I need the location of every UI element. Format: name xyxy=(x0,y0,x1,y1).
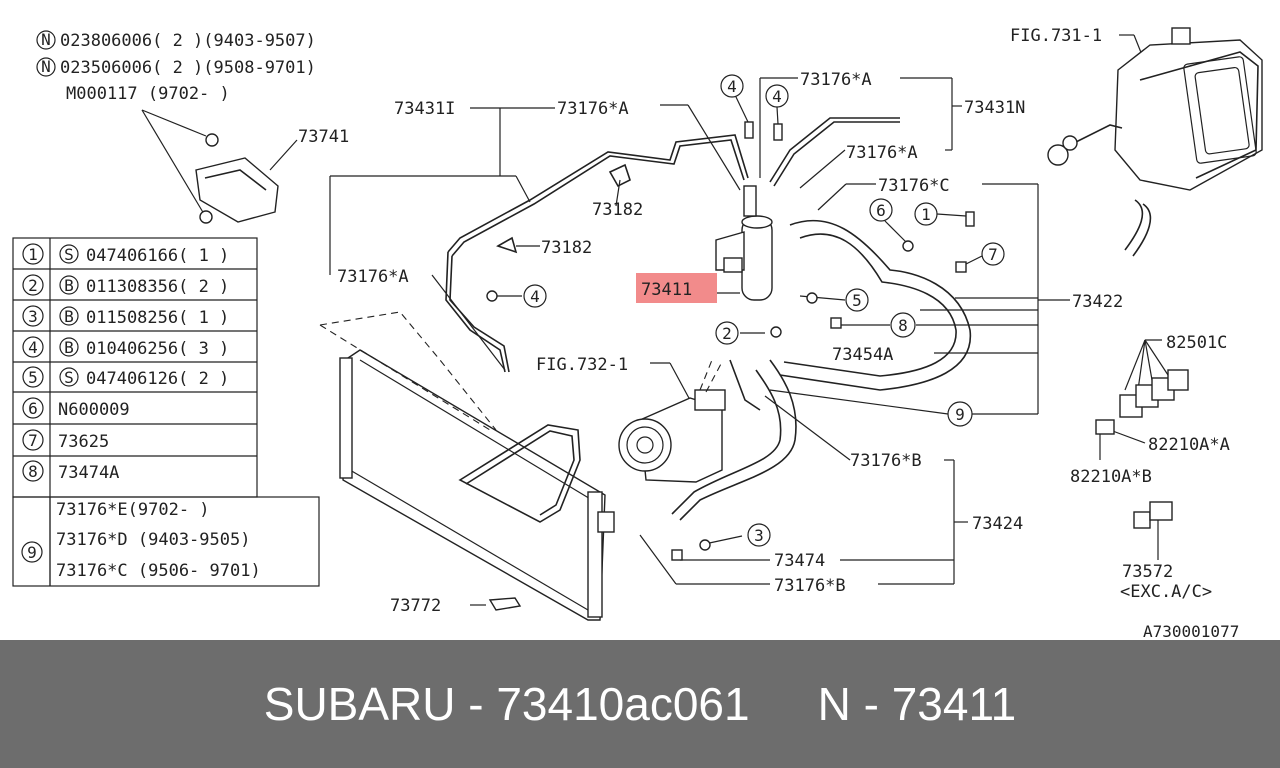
label-73431n: 73431N xyxy=(964,98,1025,118)
legend-num: 8 xyxy=(28,462,38,481)
label-73772: 73772 xyxy=(390,596,441,616)
callout-1: 1 xyxy=(921,205,931,224)
label-73176a: 73176*A xyxy=(800,70,872,90)
label-73176b: 73176*B xyxy=(774,576,846,596)
legend-text: 011508256( 1 ) xyxy=(86,308,229,328)
label-73176b: 73176*B xyxy=(850,451,922,471)
highlight-73411 xyxy=(636,273,717,303)
label-fig-732: FIG.732-1 xyxy=(536,355,628,375)
ac-pipes xyxy=(445,117,972,521)
callout-4: 4 xyxy=(530,287,540,306)
label-73176a: 73176*A xyxy=(557,99,629,119)
legend-table: 1 S 047406166( 1 ) 2 B 011308356( 2 ) 3 … xyxy=(12,237,320,587)
callout-5: 5 xyxy=(852,291,862,310)
note-line-1: 023806006( 2 )(9403-9507) xyxy=(60,31,316,51)
label-73411: 73411 xyxy=(641,280,692,300)
legend-9-line: 73176*D (9403-9505) xyxy=(56,530,250,550)
callout-4: 4 xyxy=(772,87,782,106)
note-line-3: M000117 (9702- ) xyxy=(66,84,230,104)
legend-num: 5 xyxy=(28,368,38,387)
legend-num: 6 xyxy=(28,399,38,418)
legend-text: 73625 xyxy=(58,432,109,452)
legend-code: S xyxy=(64,245,74,264)
legend-text: 047406126( 2 ) xyxy=(86,369,229,389)
legend-code: B xyxy=(64,307,74,326)
evaporator-unit xyxy=(1047,27,1263,257)
note-line-2: 023506006( 2 )(9508-9701) xyxy=(60,58,316,78)
footer-banner: SUBARU - 73410ac061 N - 73411 xyxy=(0,640,1280,768)
label-73176c: 73176*C xyxy=(878,176,950,196)
fasteners xyxy=(486,121,975,611)
bracket-73741: 73741 xyxy=(195,127,349,224)
callout-8: 8 xyxy=(898,316,908,335)
legend-num: 7 xyxy=(28,431,38,450)
label-82501c: 82501C xyxy=(1166,333,1227,353)
callout-4: 4 xyxy=(727,77,737,96)
note-n-marker: N xyxy=(41,57,51,76)
label-73572: 73572 xyxy=(1122,562,1173,582)
legend-9-line: 73176*C (9506- 9701) xyxy=(56,561,261,581)
legend-num: 3 xyxy=(28,307,38,326)
legend-num: 4 xyxy=(28,338,38,357)
label-73454a: 73454A xyxy=(832,345,893,365)
label-73176a: 73176*A xyxy=(846,143,918,163)
callout-9: 9 xyxy=(955,405,965,424)
relay-cluster xyxy=(1095,369,1189,529)
legend-text: N600009 xyxy=(58,400,130,420)
receiver-drier-73411 xyxy=(715,185,773,301)
legend-text: 010406256( 3 ) xyxy=(86,339,229,359)
note-n-marker: N xyxy=(41,30,51,49)
parts-diagram: N 023806006( 2 )(9403-9507) N 023506006(… xyxy=(12,26,1263,640)
label-73182: 73182 xyxy=(541,238,592,258)
compressor xyxy=(618,359,726,483)
label-73176a: 73176*A xyxy=(337,267,409,287)
legend-code: B xyxy=(64,338,74,357)
label-73424: 73424 xyxy=(972,514,1023,534)
legend-9-line: 73176*E(9702- ) xyxy=(56,500,210,520)
label-73431i: 73431I xyxy=(394,99,455,119)
callout-6: 6 xyxy=(876,201,886,220)
label-exc-ac: <EXC.A/C> xyxy=(1120,582,1212,602)
label-fig-731: FIG.731-1 xyxy=(1010,26,1102,46)
label-82210a-b: 82210A*B xyxy=(1070,467,1152,487)
legend-code: B xyxy=(64,276,74,295)
callout-2: 2 xyxy=(722,324,732,343)
label-73182: 73182 xyxy=(592,200,643,220)
notes-block: N 023806006( 2 )(9403-9507) N 023506006(… xyxy=(36,30,316,215)
legend-num: 2 xyxy=(28,276,38,295)
label-73741: 73741 xyxy=(298,127,349,147)
legend-num: 9 xyxy=(27,543,37,562)
label-73474: 73474 xyxy=(774,551,825,571)
legend-code: S xyxy=(64,368,74,387)
leader-lines xyxy=(329,34,1169,606)
footer-ref-number: N - 73411 xyxy=(817,678,1017,730)
legend-text: 011308356( 2 ) xyxy=(86,277,229,297)
legend-text: 73474A xyxy=(58,463,119,483)
footer-part-number: SUBARU - 73410ac061 xyxy=(263,678,750,730)
legend-text: 047406166( 1 ) xyxy=(86,246,229,266)
callout-7: 7 xyxy=(988,245,998,264)
diagram-code: A730001077 xyxy=(1143,622,1239,640)
legend-num: 1 xyxy=(28,245,38,264)
condenser xyxy=(319,311,615,621)
callout-3: 3 xyxy=(754,526,764,545)
callouts: 4 4 4 5 6 1 7 8 9 2 3 xyxy=(523,74,1005,547)
label-82210a-a: 82210A*A xyxy=(1148,435,1230,455)
label-73422: 73422 xyxy=(1072,292,1123,312)
